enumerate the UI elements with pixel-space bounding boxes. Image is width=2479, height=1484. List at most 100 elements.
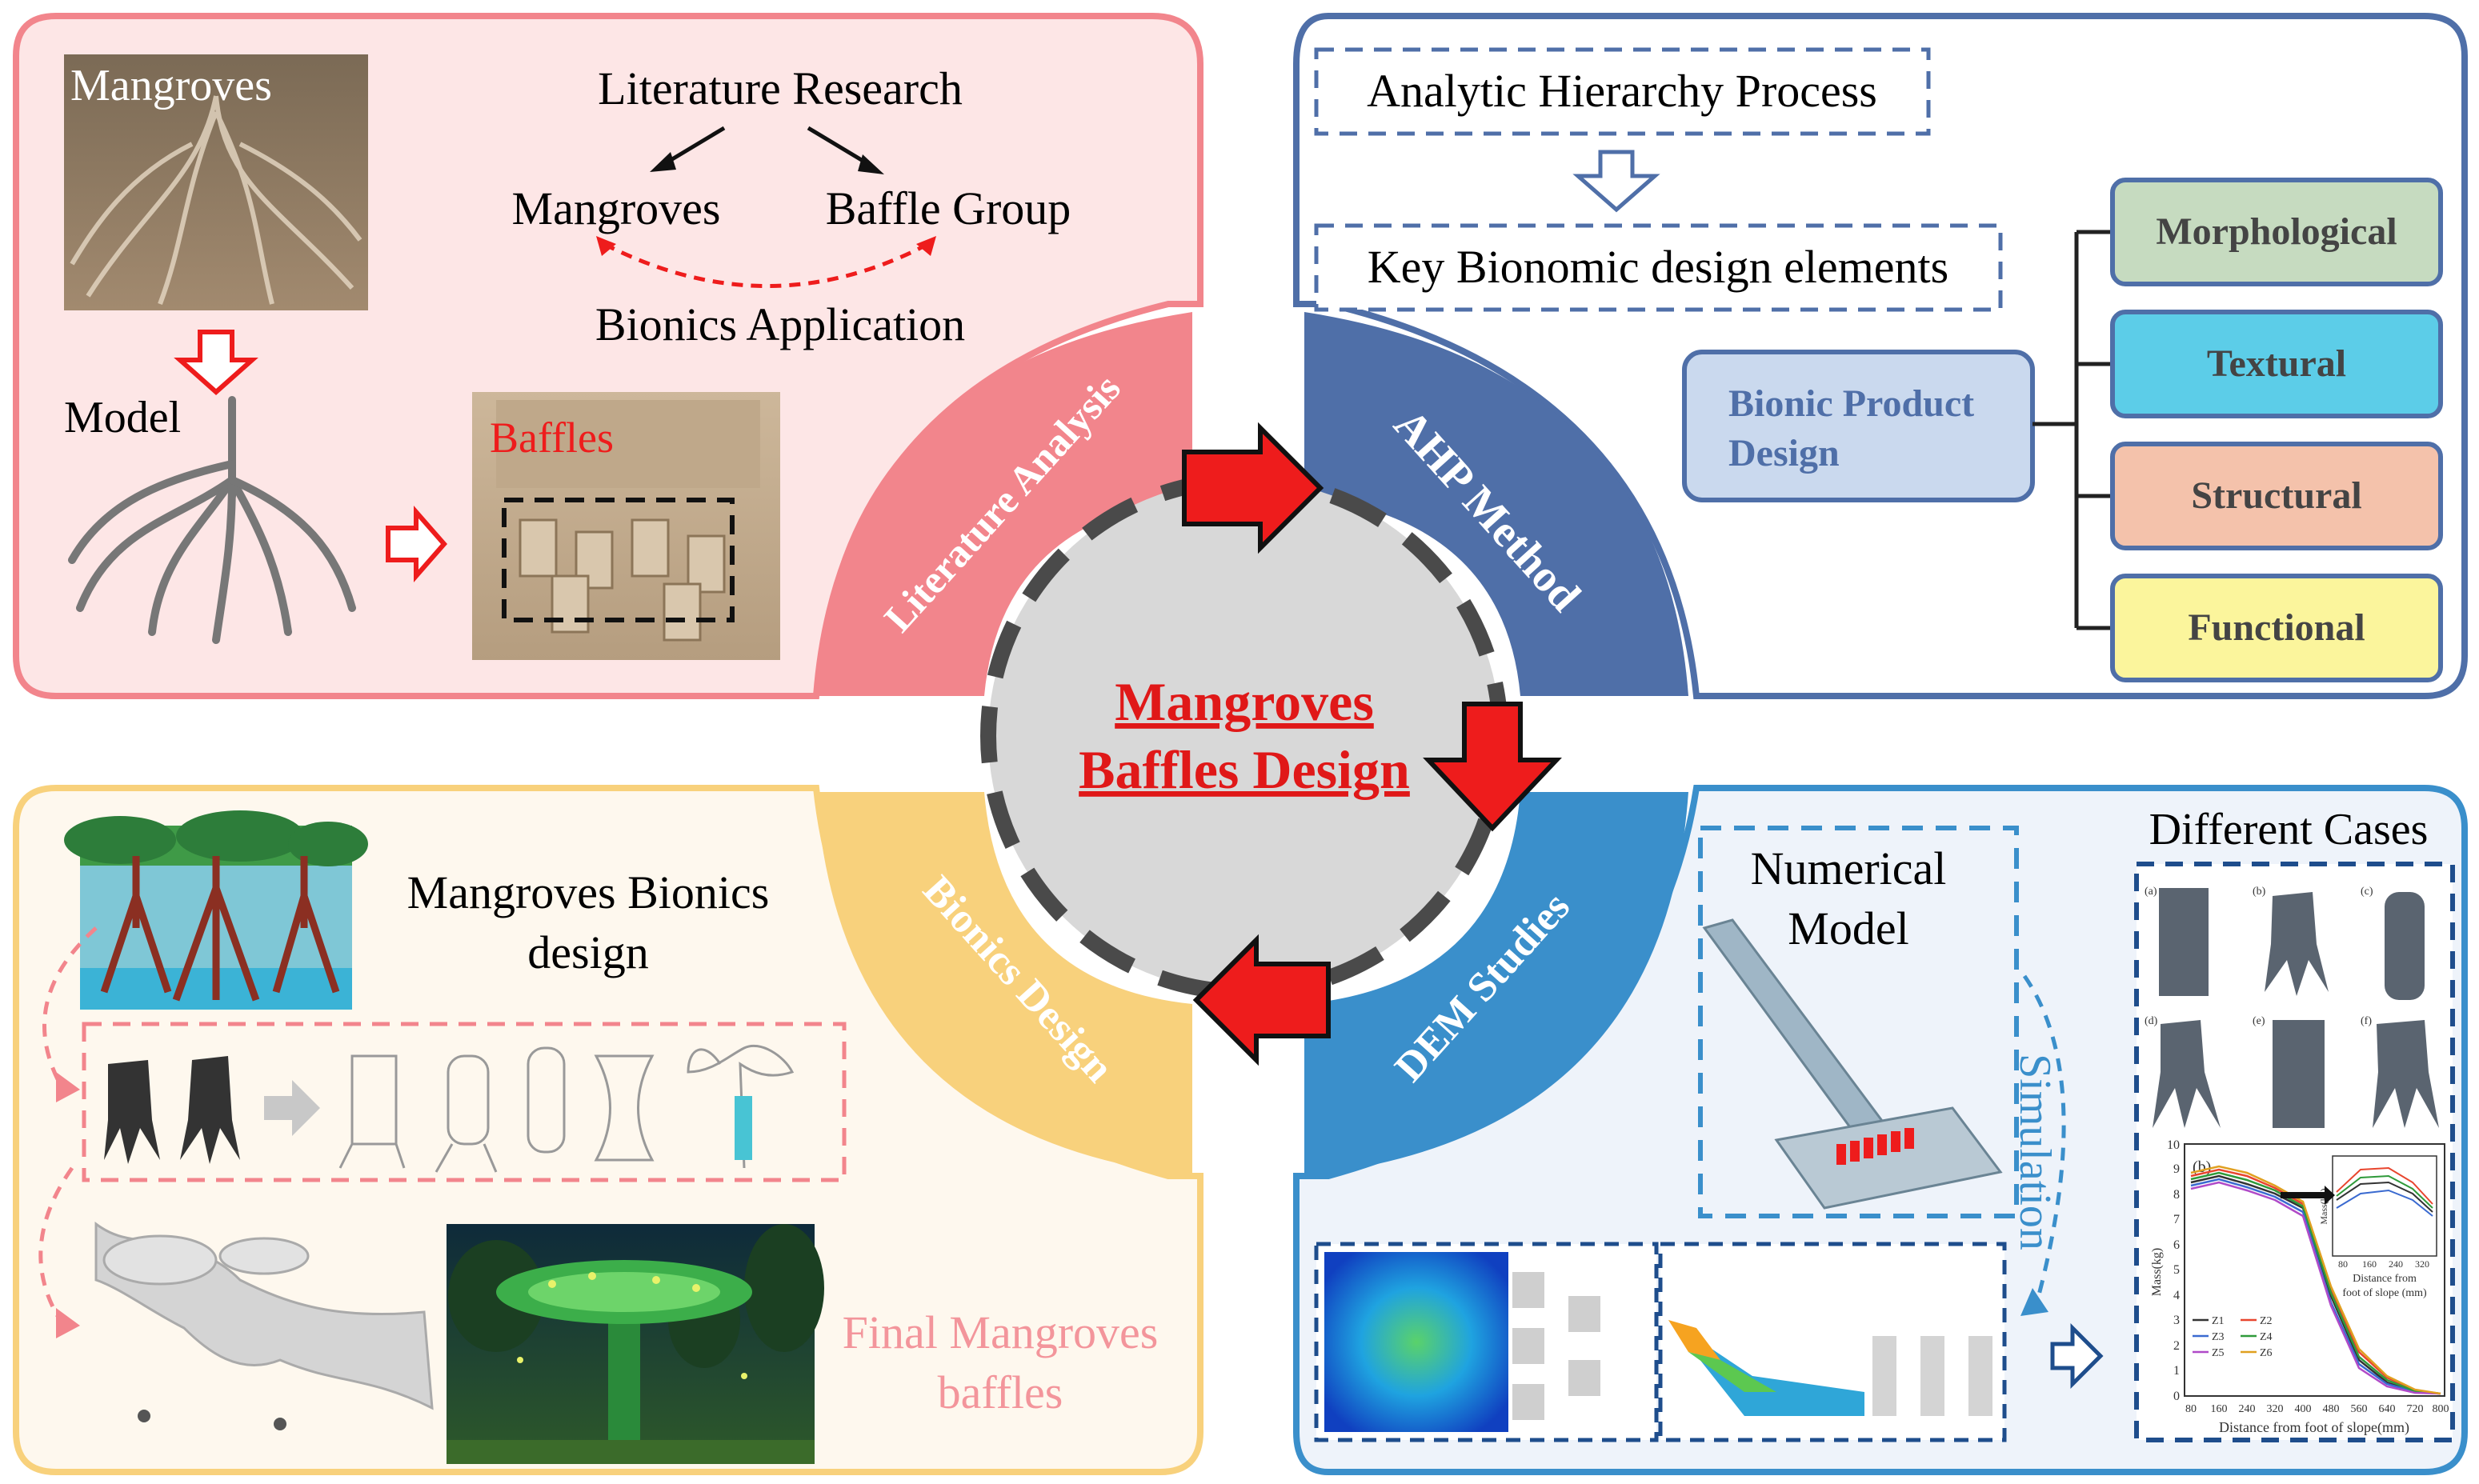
down-hollow-arrow-icon <box>1572 150 1660 213</box>
arrow-down-icon <box>1423 702 1562 832</box>
arrow-to-mangroves-icon <box>663 126 726 166</box>
series-z5-line <box>2190 1181 2441 1395</box>
chart-plot-area <box>2184 1143 2445 1397</box>
node-mangroves: Mangroves <box>512 182 721 234</box>
morphological-box <box>2110 178 2443 286</box>
case-tag-d: (d) <box>2145 1015 2158 1027</box>
structural-box <box>2110 442 2443 550</box>
series-z4-line <box>2190 1171 2441 1395</box>
different-cases-label: Different Cases <box>2149 805 2429 854</box>
simulation-label: Simulation <box>2010 1054 2060 1250</box>
x-tick: 480 <box>2323 1403 2340 1415</box>
baffles-photo-label: Baffles <box>490 414 614 462</box>
mangrove-root-model-sketch <box>68 396 356 644</box>
center-title-line1: Mangroves <box>1115 671 1374 732</box>
inset-x-tick: 160 <box>2362 1258 2377 1270</box>
x-tick: 560 <box>2351 1403 2368 1415</box>
simulation-arrowhead-icon <box>2020 1288 2048 1316</box>
design-evolution-sketches <box>104 1044 795 1173</box>
y-tick: 4 <box>2173 1289 2180 1302</box>
key-elements-label: Key Bionomic design elements <box>1368 241 1948 293</box>
inset-pointer-arrow-icon <box>2281 1186 2335 1205</box>
inset-series-z1 <box>2336 1181 2433 1213</box>
dem-band <box>1304 792 1688 1176</box>
chart-legend: Z1 Z2 Z3 Z4 Z5 Z6 <box>2193 1315 2273 1359</box>
inset-x-tick: 80 <box>2338 1258 2348 1270</box>
inset-series-z4 <box>2336 1174 2433 1209</box>
series-z6-line <box>2190 1165 2441 1395</box>
inset-x-tick: 240 <box>2389 1258 2403 1270</box>
ahp-process-label: Analytic Hierarchy Process <box>1367 65 1877 117</box>
inset-xlabel-line2: foot of slope (mm) <box>2342 1287 2427 1299</box>
y-tick: 9 <box>2173 1162 2180 1176</box>
bionic-product-design-line2: Design <box>1728 432 1840 474</box>
chute-model-illustration <box>1702 918 2003 1210</box>
ahp-band <box>1304 312 1688 696</box>
chart-ylabel: Mass(kg) <box>2150 1248 2164 1296</box>
arrow-to-baffle-icon <box>807 126 870 166</box>
bionics-application-label: Bionics Application <box>595 298 965 350</box>
y-tick: 2 <box>2173 1339 2180 1353</box>
center-circle <box>980 472 1508 1000</box>
hollow-right-arrow-icon <box>2050 1322 2104 1390</box>
legend-z4: Z4 <box>2260 1331 2273 1343</box>
series-z3-line <box>2190 1178 2441 1395</box>
mangroves-photo: Mangroves <box>64 54 368 310</box>
numerical-model-box <box>1698 826 2019 1218</box>
final-baffles-render <box>94 1222 434 1430</box>
y-tick: 5 <box>2173 1263 2180 1277</box>
dashed-link-arc <box>603 242 930 288</box>
y-tick: 3 <box>2173 1314 2180 1327</box>
legend-z6: Z6 <box>2260 1347 2273 1359</box>
arrowhead-icon <box>650 152 676 172</box>
baffles-photo: Baffles <box>472 392 780 660</box>
simulation-arc <box>2022 974 2066 1305</box>
particle-sim-baffles <box>1512 1272 1600 1420</box>
legend-z2: Z2 <box>2260 1315 2273 1327</box>
node-baffle-group: Baffle Group <box>826 182 1071 234</box>
right-arrow-icon <box>386 506 447 582</box>
flow-arrowhead-icon <box>56 1072 80 1102</box>
legend-z5: Z5 <box>2212 1347 2225 1359</box>
chart-xlabel: Distance from foot of slope(mm) <box>2219 1419 2409 1436</box>
x-tick: 800 <box>2433 1403 2449 1415</box>
case-shapes <box>2153 888 2439 1128</box>
key-elements-box <box>1314 223 2003 312</box>
legend-z3: Z3 <box>2212 1331 2225 1343</box>
design-evolution-box <box>82 1022 847 1182</box>
case-tag-c: (c) <box>2361 886 2373 898</box>
x-tick: 720 <box>2407 1403 2424 1415</box>
bionics-band <box>816 792 1192 1176</box>
arrowhead-icon <box>858 154 884 174</box>
chart-inset: 80 160 240 320 Distance from foot of slo… <box>2281 1155 2437 1299</box>
x-tick: 160 <box>2211 1403 2228 1415</box>
bionics-title-line1: Mangroves Bionics <box>407 866 770 918</box>
textural-box <box>2110 310 2443 418</box>
case-tag-b: (b) <box>2253 886 2266 898</box>
night-forest-render <box>447 1224 824 1464</box>
mass-distribution-chart: (b) 0 1 2 3 4 5 6 7 8 9 10 80 160 240 32… <box>2150 1138 2449 1436</box>
final-baffles-line1: Final Mangroves <box>843 1306 1159 1358</box>
literature-band <box>816 312 1192 696</box>
numerical-model-line1: Numerical <box>1751 842 1947 894</box>
x-tick: 80 <box>2185 1403 2197 1415</box>
mangroves-photo-label: Mangroves <box>70 61 272 110</box>
x-tick: 240 <box>2239 1403 2256 1415</box>
tree-connectors <box>2032 230 2113 630</box>
x-tick: 400 <box>2295 1403 2312 1415</box>
arrow-left-icon <box>1192 934 1331 1066</box>
chart-series-lines <box>2190 1165 2441 1395</box>
y-tick: 0 <box>2173 1390 2180 1403</box>
y-tick: 6 <box>2173 1238 2180 1252</box>
bionics-title-line2: design <box>527 926 648 978</box>
arc-arrowhead-icon <box>596 236 616 256</box>
slope-sim-illustration <box>1668 1320 1992 1416</box>
legend-z1: Z1 <box>2212 1315 2225 1327</box>
morphological-label: Morphological <box>2156 210 2397 253</box>
y-tick: 10 <box>2167 1138 2180 1152</box>
functional-box <box>2110 574 2443 682</box>
y-tick: 1 <box>2173 1364 2180 1378</box>
x-tick: 640 <box>2379 1403 2396 1415</box>
functional-label: Functional <box>2188 606 2365 649</box>
